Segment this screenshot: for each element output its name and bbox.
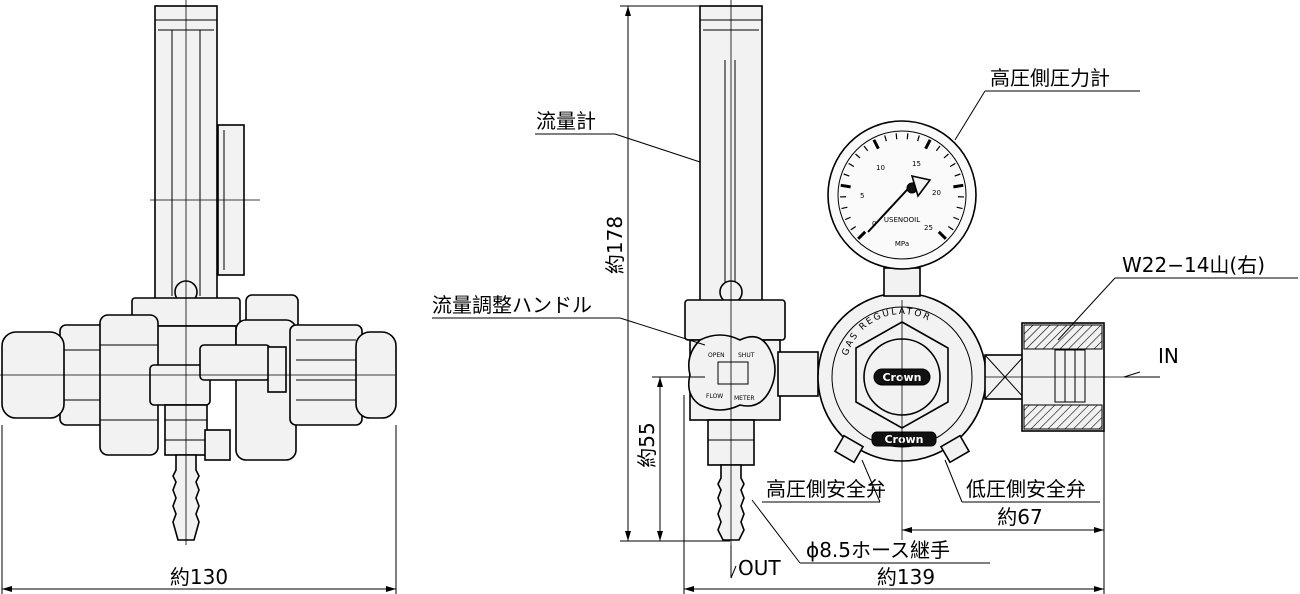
dim-height-total-label: 約178 — [603, 216, 627, 274]
knob-meter-text: METER — [734, 395, 755, 402]
dim-front-width-label: 約130 — [170, 565, 228, 589]
gauge-tick — [855, 153, 861, 159]
gauge-tick — [947, 225, 954, 231]
gauge-tick — [857, 230, 867, 240]
callout-high-safety: 高圧側安全弁 — [762, 459, 886, 503]
knob-shut-text: SHUT — [738, 352, 755, 359]
gauge-tick — [935, 145, 941, 152]
label-high-safety-valve: 高圧側安全弁 — [766, 477, 886, 501]
callout-outlet: OUT — [730, 545, 781, 580]
knob-flow-text: FLOW — [706, 393, 723, 400]
side-view: OPEN SHUT FLOW METER Crown GAS REGULATOR… — [684, 0, 1130, 545]
dim-inlet-offset-label: 約67 — [997, 505, 1042, 529]
gauge-ticks — [840, 133, 964, 240]
gauge-tick — [841, 206, 848, 210]
gauge-tick — [863, 145, 869, 152]
gauge-scale-5: 5 — [860, 192, 864, 200]
label-hose-fitting: ϕ8.5ホース継手 — [806, 538, 950, 562]
dim-side-width-label: 約139 — [877, 565, 935, 589]
knob-open-text: OPEN — [708, 352, 725, 359]
callout-handle: 流量調整ハンドル — [432, 293, 706, 346]
dim-front-width: 約130 — [1, 425, 397, 594]
gauge-tick — [844, 216, 851, 221]
gauge-unit: MPa — [895, 240, 909, 248]
gauge-tick — [937, 230, 947, 240]
gauge-scale-25: 25 — [924, 224, 933, 232]
label-flowmeter: 流量計 — [536, 109, 596, 133]
dim-side-width: 約139 — [683, 395, 1105, 594]
gauge-scale-10: 10 — [876, 164, 885, 172]
gauge-tick — [906, 133, 909, 140]
dim-height-outlet: 約55 — [635, 376, 705, 541]
label-high-pressure-gauge: 高圧側圧力計 — [990, 66, 1110, 90]
gauge-tick — [954, 173, 961, 177]
dim-height-total: 約178 — [603, 5, 730, 542]
gauge-tick — [840, 183, 851, 189]
gauge-tick — [872, 139, 880, 150]
dim-inlet-offset: 約67 — [901, 300, 1104, 540]
callout-hose: ϕ8.5ホース継手 — [751, 499, 990, 564]
gauge-scale-15: 15 — [912, 160, 921, 168]
callout-inlet: IN — [1123, 344, 1179, 378]
gauge-tick — [917, 135, 920, 142]
callout-inlet-thread: W22−14山(右) — [1057, 253, 1298, 341]
gauge-tick — [884, 135, 887, 142]
gauge-tick — [895, 133, 898, 140]
gauge-tick — [953, 216, 960, 221]
gauge-tick — [843, 173, 850, 177]
gauge-tick — [949, 162, 956, 168]
gauge-tick — [924, 139, 932, 150]
gauge-tick — [850, 225, 857, 231]
flow-adjust-knob — [687, 334, 776, 411]
label-inlet: IN — [1158, 344, 1179, 368]
front-view — [0, 0, 397, 545]
callout-gauge: 高圧側圧力計 — [954, 66, 1140, 141]
gauge-tick — [953, 183, 964, 189]
gauge-scale-20: 20 — [932, 189, 941, 197]
label-low-safety-valve: 低圧側安全弁 — [966, 477, 1086, 501]
gauge-text: USENOOIL — [884, 216, 920, 224]
gauge-tick — [956, 206, 963, 210]
label-flow-adjust-handle: 流量調整ハンドル — [432, 293, 592, 317]
label-inlet-thread: W22−14山(右) — [1122, 253, 1265, 277]
callout-low-safety: 低圧側安全弁 — [944, 459, 1100, 503]
gauge-tick — [943, 153, 949, 159]
label-outlet: OUT — [738, 556, 781, 580]
brand-bottom: Crown — [884, 433, 923, 446]
dim-height-outlet-label: 約55 — [635, 422, 659, 467]
gauge-tick — [848, 162, 855, 168]
callout-flowmeter: 流量計 — [535, 109, 701, 163]
